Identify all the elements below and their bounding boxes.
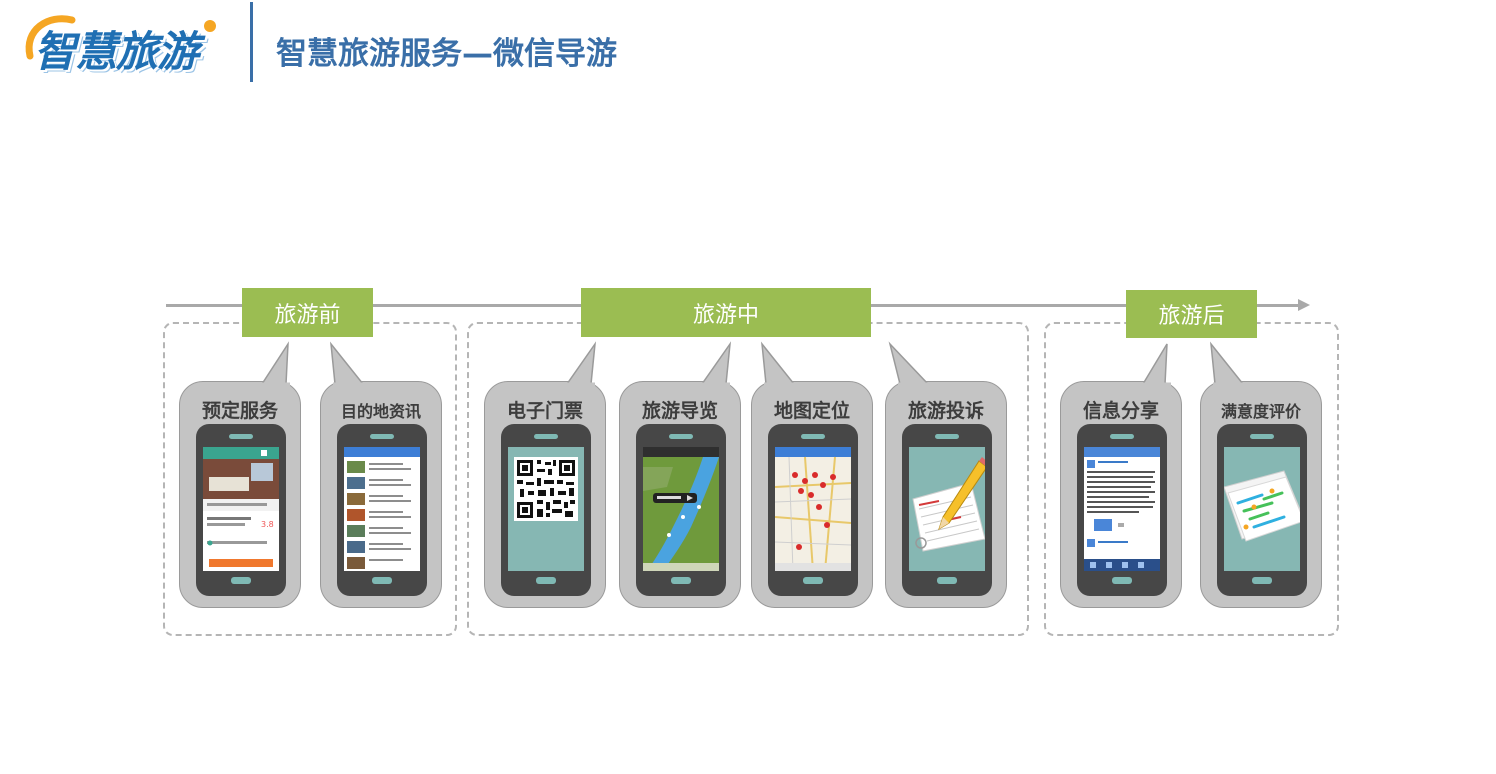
card-e-ticket[interactable]: 电子门票 — [484, 341, 606, 608]
logo-sun-swoosh-icon — [25, 15, 216, 60]
speech-pointer — [761, 341, 800, 387]
phone-speaker — [229, 434, 253, 439]
destination-list-screen — [344, 447, 420, 571]
svg-text:3.8: 3.8 — [261, 520, 274, 529]
page-title: 智慧旅游服务—微信导游 — [276, 36, 617, 72]
phone-home-button — [536, 577, 556, 584]
phone-speaker — [1110, 434, 1134, 439]
speech-pointer — [555, 341, 597, 387]
card-destination-info[interactable]: 目的地资讯 — [320, 341, 442, 608]
phone-home-button — [671, 577, 691, 584]
card-label: 旅游投诉 — [907, 400, 984, 422]
qr-code-icon — [508, 447, 584, 571]
card-info-share[interactable]: 信息分享 — [1060, 343, 1182, 608]
phone — [501, 424, 591, 596]
phone — [1077, 424, 1167, 596]
card-label: 地图定位 — [773, 400, 850, 422]
phone-speaker — [370, 434, 394, 439]
location-map-screen — [775, 447, 851, 571]
phone-speaker — [1250, 434, 1274, 439]
river-map-screen — [643, 447, 719, 571]
timeline-arrow-icon — [1298, 299, 1310, 311]
rating-screen — [1224, 447, 1300, 571]
weibo-feed-icon — [1084, 447, 1160, 571]
phone-speaker — [935, 434, 959, 439]
card-label: 满意度评价 — [1220, 402, 1301, 421]
complaint-screen — [909, 447, 985, 571]
weibo-feed-screen — [1084, 447, 1160, 571]
speech-pointer — [250, 341, 290, 387]
stage-label-during: 旅游中 — [581, 288, 871, 337]
phone — [902, 424, 992, 596]
card-label: 信息分享 — [1082, 400, 1159, 422]
logo: 智慧旅游 — [22, 12, 232, 78]
speech-pointer — [330, 341, 369, 387]
card-travel-complaint[interactable]: 旅游投诉 — [885, 341, 1007, 608]
stage-label-after: 旅游后 — [1126, 290, 1257, 338]
phone-speaker — [669, 434, 693, 439]
phone — [1217, 424, 1307, 596]
booking-app-icon: 3.8 — [203, 447, 279, 571]
card-satisfaction-rating[interactable]: 满意度评价 — [1200, 341, 1322, 608]
location-map-icon — [775, 447, 851, 571]
phone-home-button — [231, 577, 251, 584]
phone-speaker — [534, 434, 558, 439]
speech-pointer — [690, 341, 732, 387]
destination-list-icon — [344, 447, 420, 571]
phone-home-button — [1112, 577, 1132, 584]
speech-pointer — [888, 341, 934, 387]
speech-pointer — [1131, 343, 1171, 387]
river-map-icon — [643, 447, 719, 571]
phone: 3.8 — [196, 424, 286, 596]
stage-label-before: 旅游前 — [242, 288, 373, 337]
speech-pointer — [1210, 341, 1249, 387]
header-divider — [250, 2, 253, 82]
phone-home-button — [1252, 577, 1272, 584]
phone — [768, 424, 858, 596]
phone — [337, 424, 427, 596]
card-tour-guide[interactable]: 旅游导览 — [619, 341, 741, 608]
qr-code-screen — [508, 447, 584, 571]
phone-speaker — [801, 434, 825, 439]
paper-pencil-icon — [909, 447, 985, 571]
card-label: 旅游导览 — [641, 400, 718, 422]
booking-app-screen: 3.8 — [203, 447, 279, 571]
phone — [636, 424, 726, 596]
phone-home-button — [803, 577, 823, 584]
card-label: 目的地资讯 — [340, 402, 421, 421]
card-label: 电子门票 — [506, 400, 583, 422]
card-label: 预定服务 — [201, 400, 278, 422]
card-map-location[interactable]: 地图定位 — [751, 341, 873, 608]
logo-text: 智慧旅游 — [34, 27, 199, 76]
rating-chart-paper-icon — [1224, 447, 1300, 571]
phone-home-button — [937, 577, 957, 584]
phone-home-button — [372, 577, 392, 584]
card-booking-service[interactable]: 预定服务 3.8 — [179, 341, 301, 608]
